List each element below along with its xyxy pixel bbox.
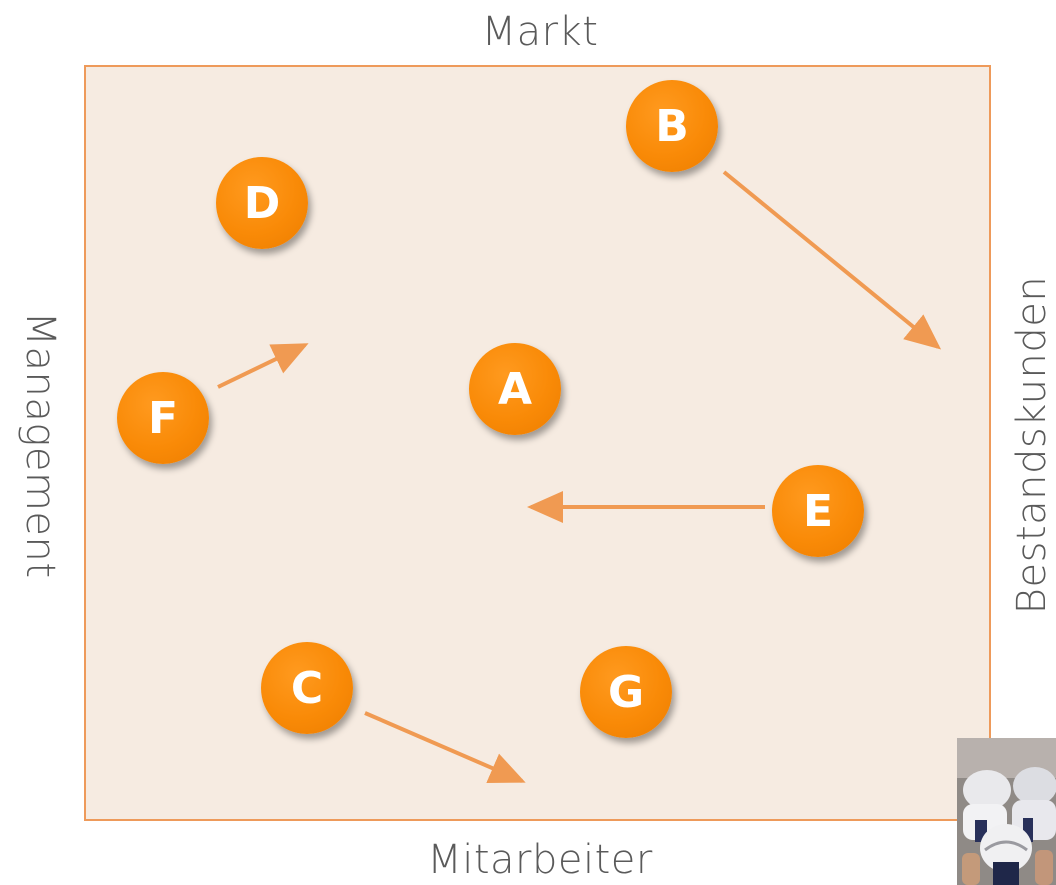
axis-label-mitarbeiter: Mitarbeiter [427, 837, 653, 883]
football-players-photo [957, 738, 1056, 885]
node-a: A [469, 343, 561, 435]
axis-label-management: Management [17, 311, 63, 579]
node-g: G [580, 646, 672, 738]
axis-label-markt: Markt [481, 9, 599, 55]
node-c: C [261, 642, 353, 734]
node-d: D [216, 157, 308, 249]
node-e: E [772, 465, 864, 557]
node-b: B [626, 80, 718, 172]
quadrant-field [84, 65, 991, 821]
node-f: F [117, 372, 209, 464]
axis-label-bestandskunden: Bestandskunden [1009, 275, 1055, 615]
